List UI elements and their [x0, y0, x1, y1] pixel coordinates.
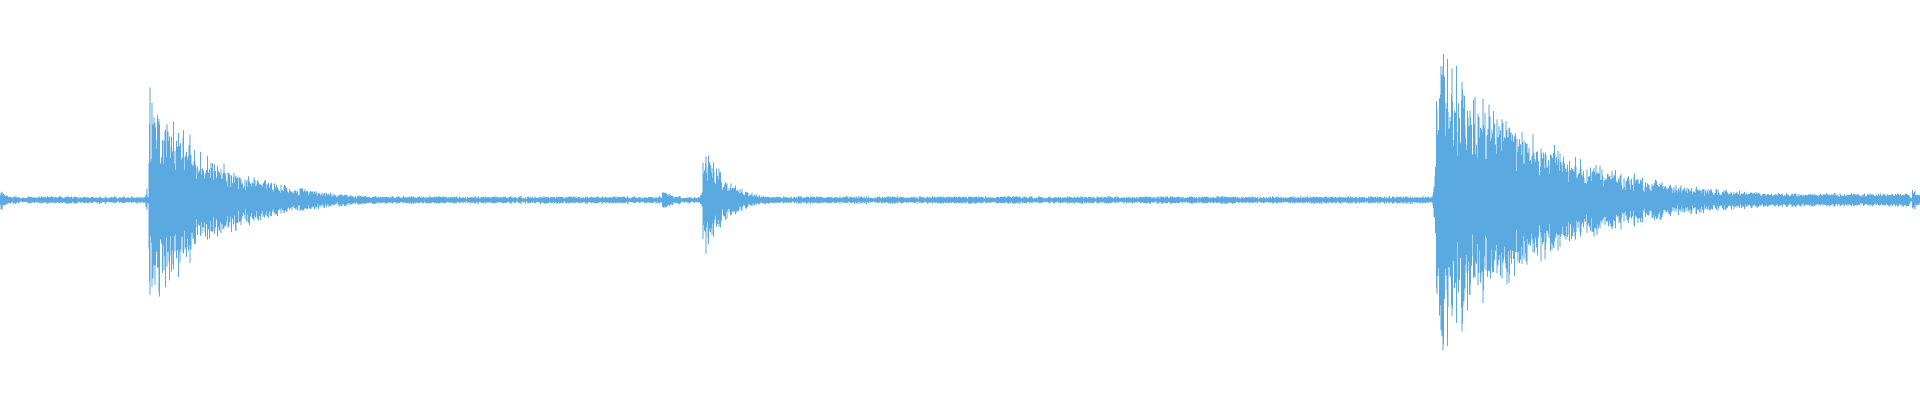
waveform-signal: [0, 53, 1920, 351]
